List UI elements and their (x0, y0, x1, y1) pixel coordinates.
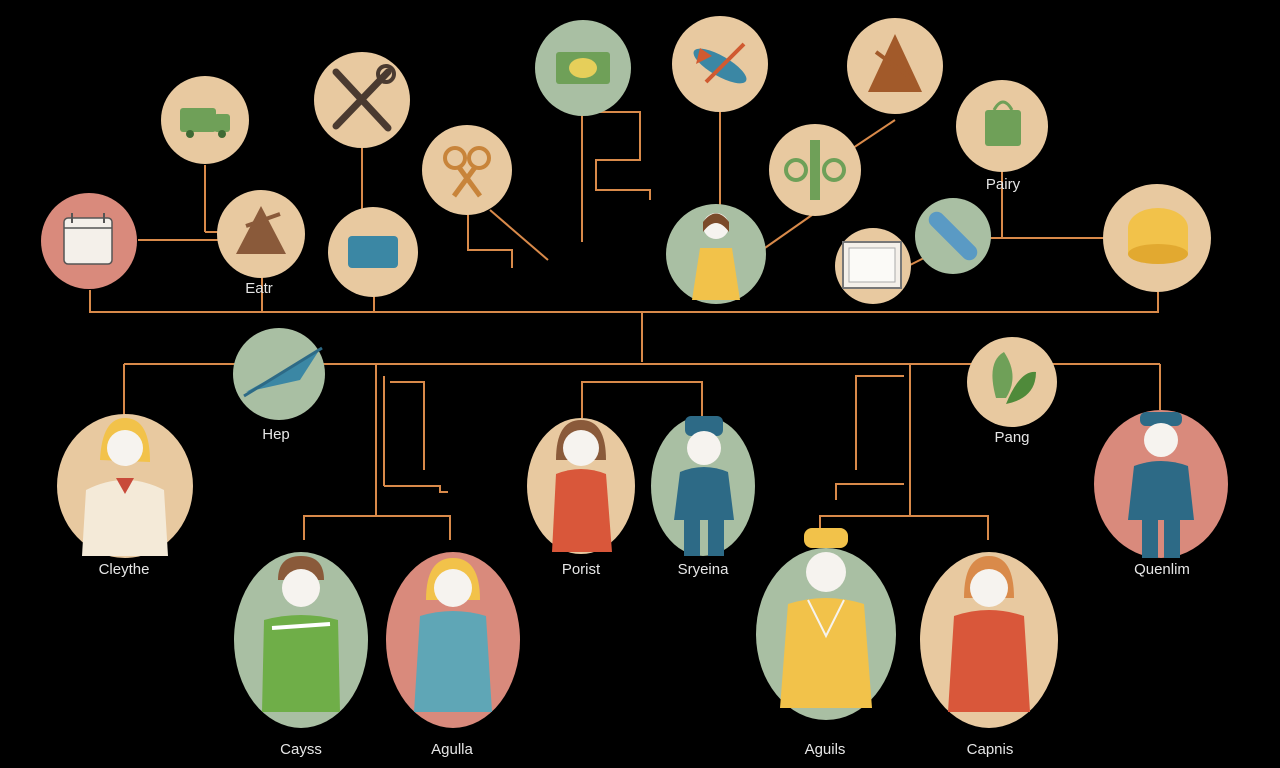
person-cleythe-icon (57, 414, 193, 558)
label-sryeina: Sryeina (678, 561, 729, 578)
label-quenlim: Quenlim (1134, 561, 1190, 578)
rocket-icon (672, 16, 768, 112)
label-cayss: Cayss (280, 741, 322, 758)
person-cayss-icon (234, 552, 368, 728)
tablet-icon (328, 207, 418, 297)
calendar-icon (41, 193, 137, 289)
label-aguils: Aguils (805, 741, 846, 758)
arrowhead-icon (217, 190, 305, 278)
scissors-icon (422, 125, 512, 215)
person-porist-icon (527, 418, 635, 554)
truck-icon (161, 76, 249, 164)
pyramid-icon (847, 18, 943, 114)
label-eatr: Eatr (245, 280, 273, 297)
picture-frame-icon (835, 228, 911, 304)
label-capnis: Capnis (967, 741, 1014, 758)
wrench-pliers-icon (314, 52, 410, 148)
money-icon (535, 20, 631, 116)
person-sryeina-icon (651, 416, 755, 556)
scale-icon (769, 124, 861, 216)
coin-stack-icon (1103, 184, 1211, 292)
person-capnis-icon (920, 552, 1058, 728)
person-quenlim-icon (1094, 410, 1228, 558)
label-porist: Porist (562, 561, 600, 578)
label-pairy: Pairy (986, 176, 1020, 193)
shopping-bag-icon (956, 80, 1048, 172)
label-cleythe: Cleythe (99, 561, 150, 578)
leaf-icon (967, 337, 1057, 427)
bandage-icon (915, 198, 991, 274)
label-pang: Pang (994, 429, 1029, 446)
child-figure-icon (666, 204, 766, 304)
label-hep: Hep (262, 426, 290, 443)
person-agulla-icon (386, 552, 520, 728)
person-aguils-icon (756, 528, 896, 720)
label-agulla: Agulla (431, 741, 473, 758)
feather-pen-icon (233, 328, 325, 420)
